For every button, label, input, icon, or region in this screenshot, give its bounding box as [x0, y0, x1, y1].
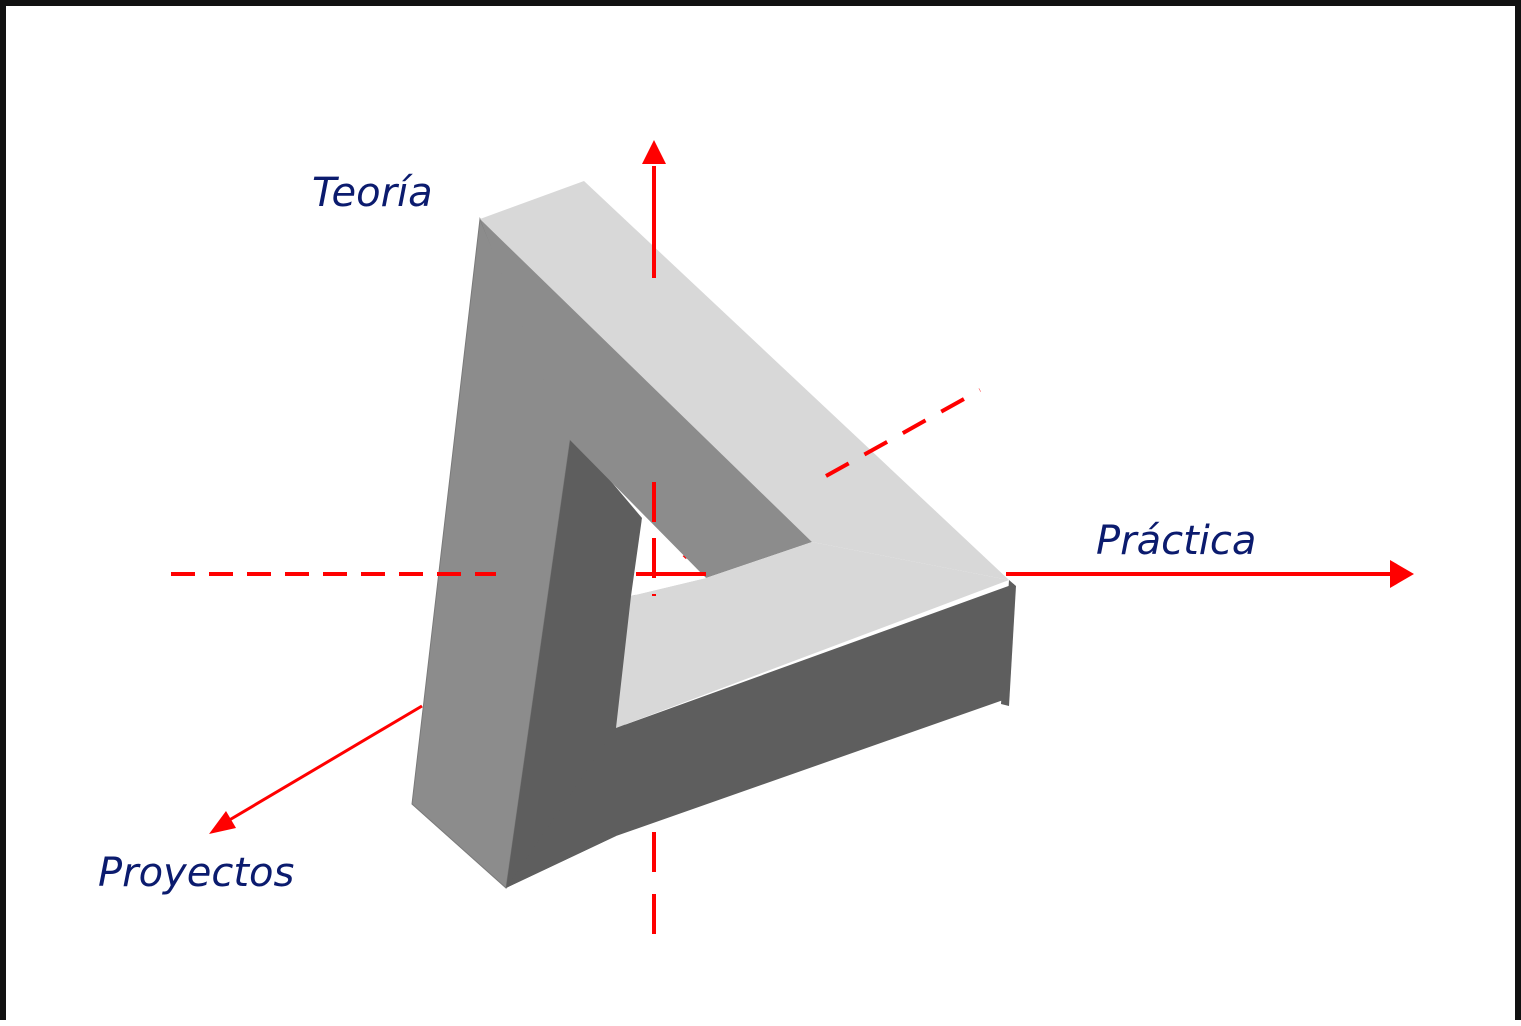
- top-bar-top-face: [480, 181, 1009, 580]
- bottom-bar-top-face: [616, 542, 1009, 728]
- impossible-triangle: [411, 181, 1016, 889]
- practice-axis: [171, 560, 1414, 588]
- practice-label: Práctica: [1096, 518, 1256, 564]
- theory-axis: [642, 140, 666, 948]
- theory-label: Teoría: [312, 170, 433, 216]
- theory-arrowhead: [642, 140, 666, 164]
- projects-label: Proyectos: [98, 850, 294, 896]
- projects-arrowhead: [209, 811, 236, 834]
- right-end-face: [1001, 580, 1016, 706]
- practice-arrowhead: [1390, 560, 1414, 588]
- top-bar-under-face: [480, 219, 812, 578]
- projects-axis-back-extension: [825, 388, 981, 478]
- bottom-bar-front-face: [506, 584, 1014, 888]
- impossible-triangle-diagram: Teoría Práctica Proyectos: [98, 140, 1414, 948]
- triangle-opening: [631, 518, 706, 596]
